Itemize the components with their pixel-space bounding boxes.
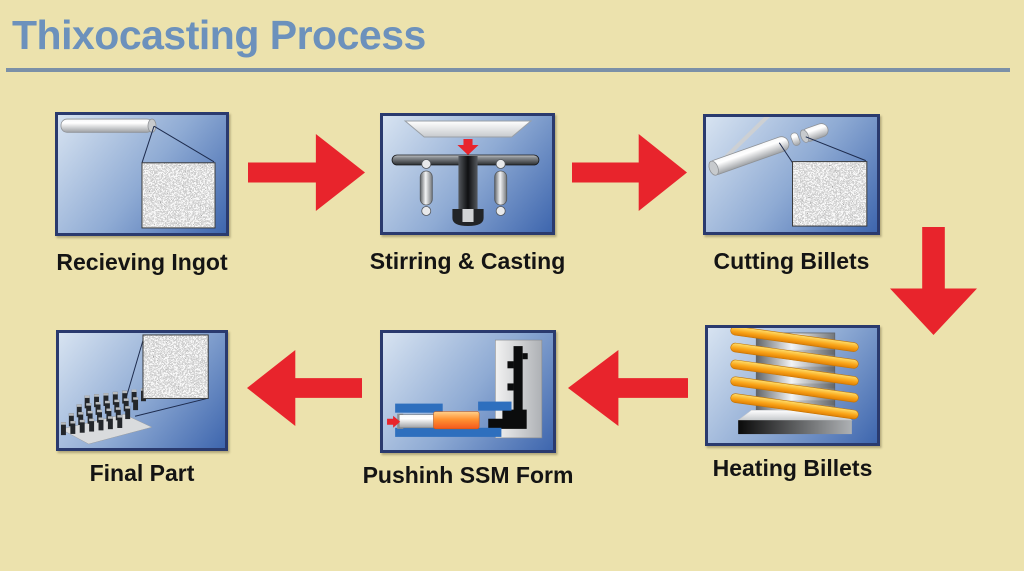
step-label: Final Part	[89, 460, 195, 486]
mold-icon	[391, 154, 540, 226]
heated-billet-icon	[433, 411, 480, 430]
stirrer-left-icon	[419, 159, 433, 216]
page-title: Thixocasting Process	[12, 12, 426, 58]
step-receiving-ingot: Recieving Ingot	[55, 112, 229, 275]
callout-lines	[123, 336, 208, 417]
step-label: Recieving Ingot	[56, 249, 228, 275]
final-part-illustration	[56, 330, 228, 451]
step-label: Stirring & Casting	[369, 248, 566, 274]
cut-cylinder-icon	[708, 123, 829, 176]
rails-icon	[395, 401, 512, 437]
funnel-icon	[403, 120, 533, 138]
step-label: Cutting Billets	[713, 248, 870, 274]
step-final-part: Final Part	[56, 330, 228, 486]
induction-coil-icon	[730, 328, 859, 420]
callout-lines	[778, 136, 866, 163]
ingot-icon	[60, 118, 157, 133]
step-cutting-billets: Cutting Billets	[703, 114, 880, 274]
heating-billets-illustration	[705, 325, 880, 446]
die-icon	[488, 346, 528, 429]
flow-arrow-3-down	[890, 227, 977, 335]
title-underline	[6, 68, 1010, 72]
receiving-ingot-illustration	[55, 112, 229, 236]
flow-arrow-4-left	[568, 350, 688, 426]
step-label: Pushinh SSM Form	[362, 462, 574, 488]
step-label: Heating Billets	[712, 455, 873, 481]
micrograph-inset	[142, 334, 209, 399]
pushing-ssm-form-illustration	[380, 330, 556, 453]
micrograph-inset	[792, 161, 868, 227]
cutting-billets-illustration	[703, 114, 880, 235]
stirrer-right-icon	[494, 159, 508, 216]
pour-arrow-icon	[457, 139, 479, 155]
flow-arrow-1-right	[248, 134, 365, 211]
piston-icon	[397, 413, 434, 429]
step-heating-billets: Heating Billets	[705, 325, 880, 481]
micrograph-inset	[141, 162, 216, 229]
step-pushing-ssm-form: Pushinh SSM Form	[363, 330, 573, 488]
flow-arrow-2-right	[572, 134, 687, 211]
saw-rod-icon	[722, 117, 770, 161]
stirring-casting-illustration	[380, 113, 555, 235]
flow-arrow-5-left	[247, 350, 362, 426]
callout-lines	[141, 125, 215, 163]
push-arrow-icon	[387, 415, 401, 428]
step-stirring-casting: Stirring & Casting	[370, 113, 565, 274]
